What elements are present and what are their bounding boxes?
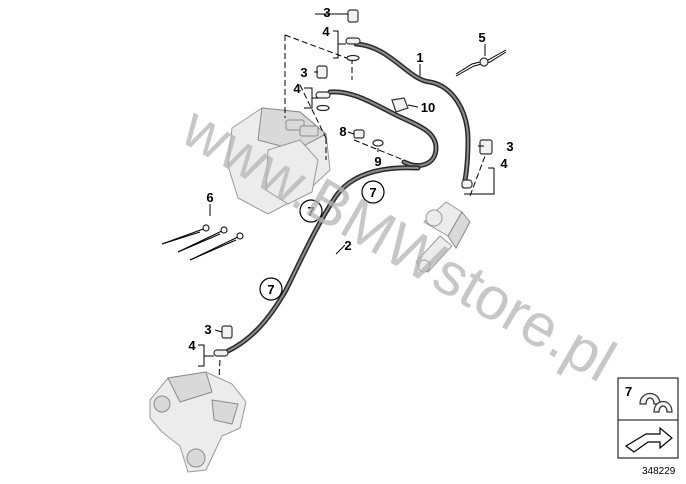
callout-3-bottom: 3 xyxy=(204,322,211,337)
bolt-set-middle xyxy=(315,65,331,112)
legend-box: 7 348229 xyxy=(617,377,679,477)
callout-4-right: 4 xyxy=(500,156,508,171)
clip-icon xyxy=(639,392,661,405)
brake-caliper xyxy=(149,371,247,473)
callout-6: 6 xyxy=(206,190,213,205)
callouts: 1 2 3 3 3 3 4 4 4 4 5 6 8 9 10 xyxy=(188,5,513,353)
bolt-8 xyxy=(353,129,365,139)
callout-3-middle: 3 xyxy=(300,65,307,80)
callout-4-middle: 4 xyxy=(293,81,301,96)
leader-lines xyxy=(198,13,495,367)
diagram-number: 348229 xyxy=(642,466,676,477)
master-cylinder xyxy=(415,201,471,273)
clip-9 xyxy=(372,139,384,147)
bracket-5 xyxy=(455,49,507,77)
callout-4-bottom: 4 xyxy=(188,338,196,353)
callout-10: 10 xyxy=(421,100,435,115)
callout-2: 2 xyxy=(344,238,351,253)
bolt-set-right xyxy=(461,139,493,189)
circled-callout-7-b: 7 xyxy=(299,199,323,223)
bolt-set-top xyxy=(345,9,361,62)
callout-8: 8 xyxy=(339,124,346,139)
svg-text:7: 7 xyxy=(369,185,376,200)
clip-10 xyxy=(391,97,409,113)
brake-line-2 xyxy=(223,165,421,355)
callout-3-right: 3 xyxy=(506,139,513,154)
brake-line-1 xyxy=(327,41,471,189)
callout-5: 5 xyxy=(478,30,485,45)
cable-ties xyxy=(161,224,244,261)
callout-4-top: 4 xyxy=(322,24,330,39)
callout-9: 9 xyxy=(374,154,381,169)
abs-modulator xyxy=(227,107,331,215)
bolt-set-bottom xyxy=(213,325,233,357)
svg-text:7: 7 xyxy=(307,204,314,219)
circled-callout-7-a: 7 xyxy=(361,180,385,204)
svg-text:7: 7 xyxy=(267,282,274,297)
circled-callout-7-c: 7 xyxy=(259,277,283,301)
callout-1: 1 xyxy=(416,50,423,65)
arrow-icon xyxy=(624,426,673,453)
legend-item-number: 7 xyxy=(625,384,632,399)
watermark: www.BMWstore.pl xyxy=(171,93,627,395)
callout-3-top: 3 xyxy=(323,5,330,20)
